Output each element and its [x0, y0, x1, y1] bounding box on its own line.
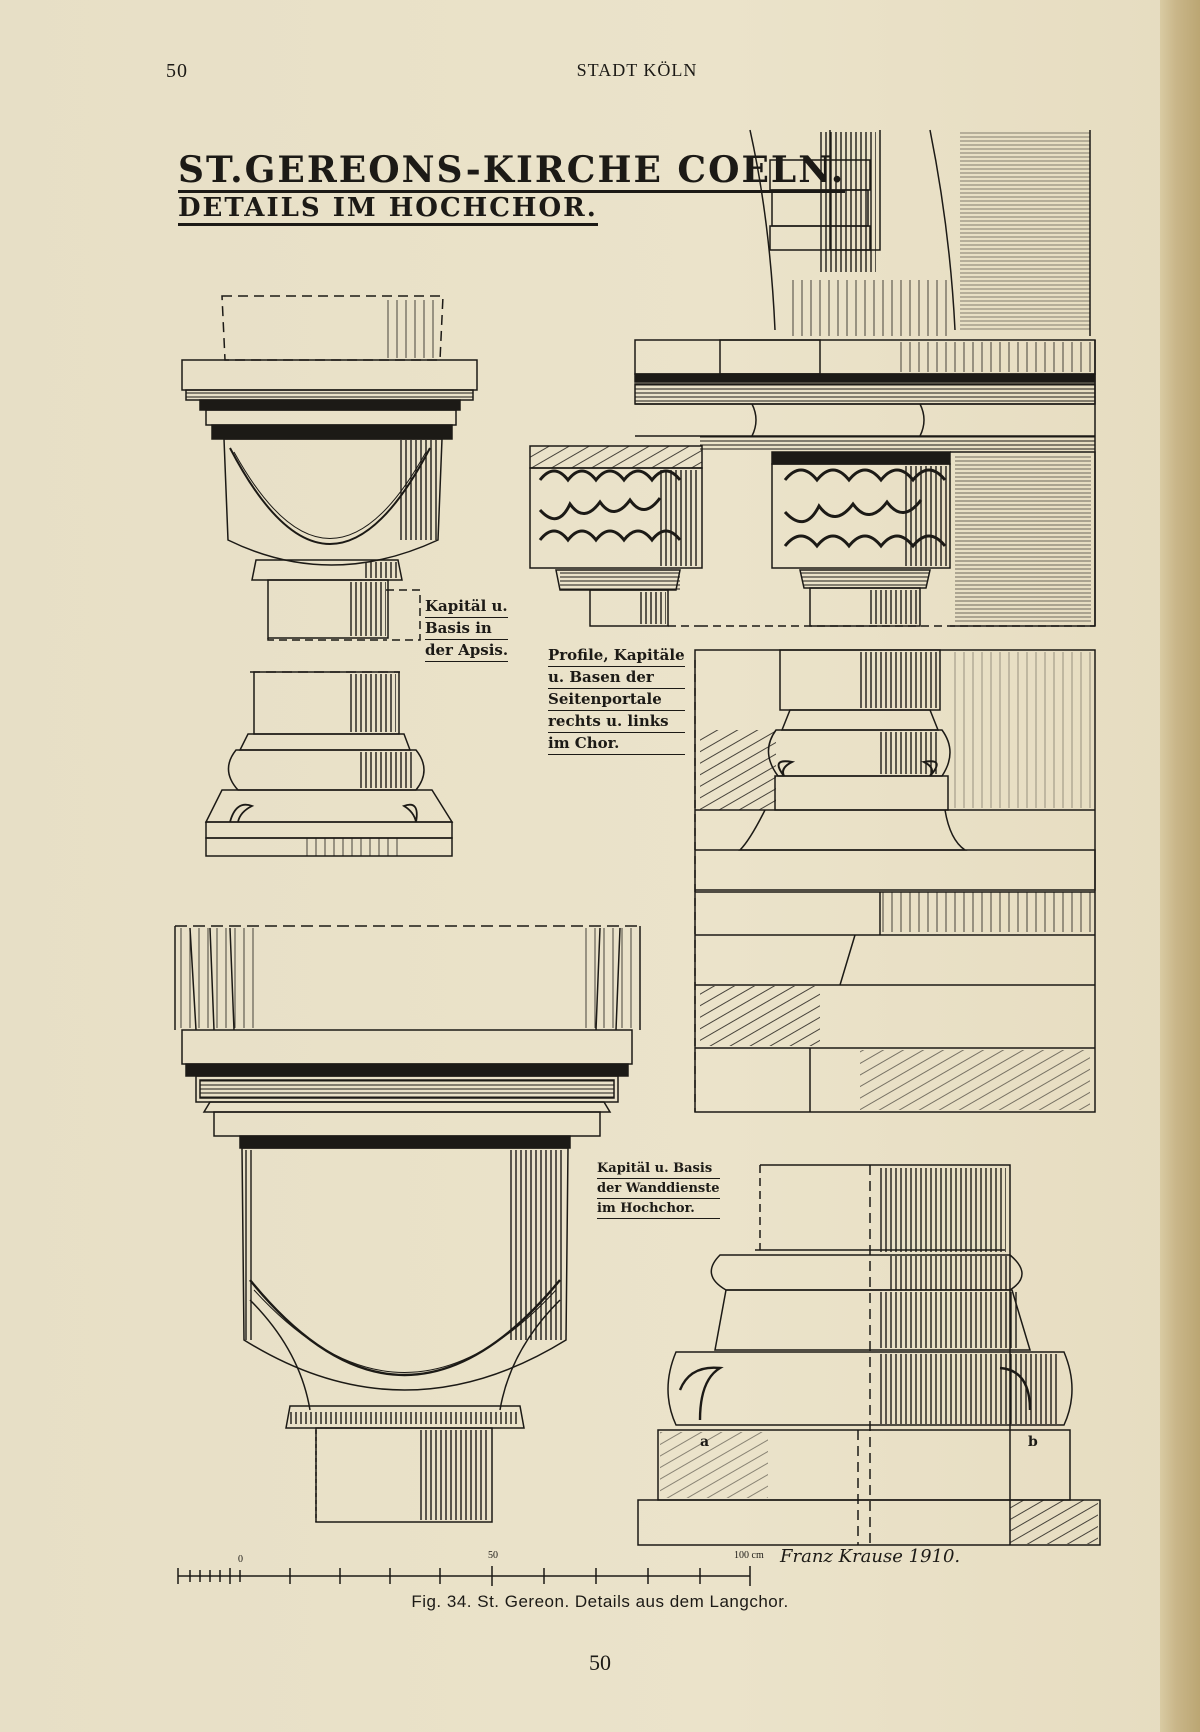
label-profiles-side-portals: Profile, Kapitäle u. Basen der Seitenpor… [548, 645, 685, 755]
scale-mid-label: 50 [488, 1550, 498, 1561]
label-capital-base-wall-shafts: Kapitäl u. Basis der Wanddienste im Hoch… [597, 1159, 720, 1219]
running-title: STADT KÖLN [576, 60, 698, 80]
page-number-bottom: 50 [589, 1650, 611, 1675]
marker-b: b [1028, 1434, 1038, 1450]
architectural-drawing [174, 129, 1101, 1586]
figure-caption: Fig. 34. St. Gereon. Details aus dem Lan… [411, 1592, 789, 1611]
marker-a: a [700, 1434, 710, 1450]
label-capital-base-apse: Kapitäl u. Basis in der Apsis. [425, 596, 509, 662]
artist-signature: Franz Krause 1910. [780, 1546, 961, 1567]
page-number-top: 50 [166, 60, 188, 82]
plate-subtitle: DETAILS IM HOCHCHOR. [178, 193, 598, 226]
plate-title: ST.GEREONS-KIRCHE COELN. [178, 149, 846, 193]
book-spine-shadow [1160, 0, 1200, 1732]
scale-zero-label: 0 [238, 1554, 243, 1565]
scale-end-label: 100 cm [734, 1550, 764, 1561]
